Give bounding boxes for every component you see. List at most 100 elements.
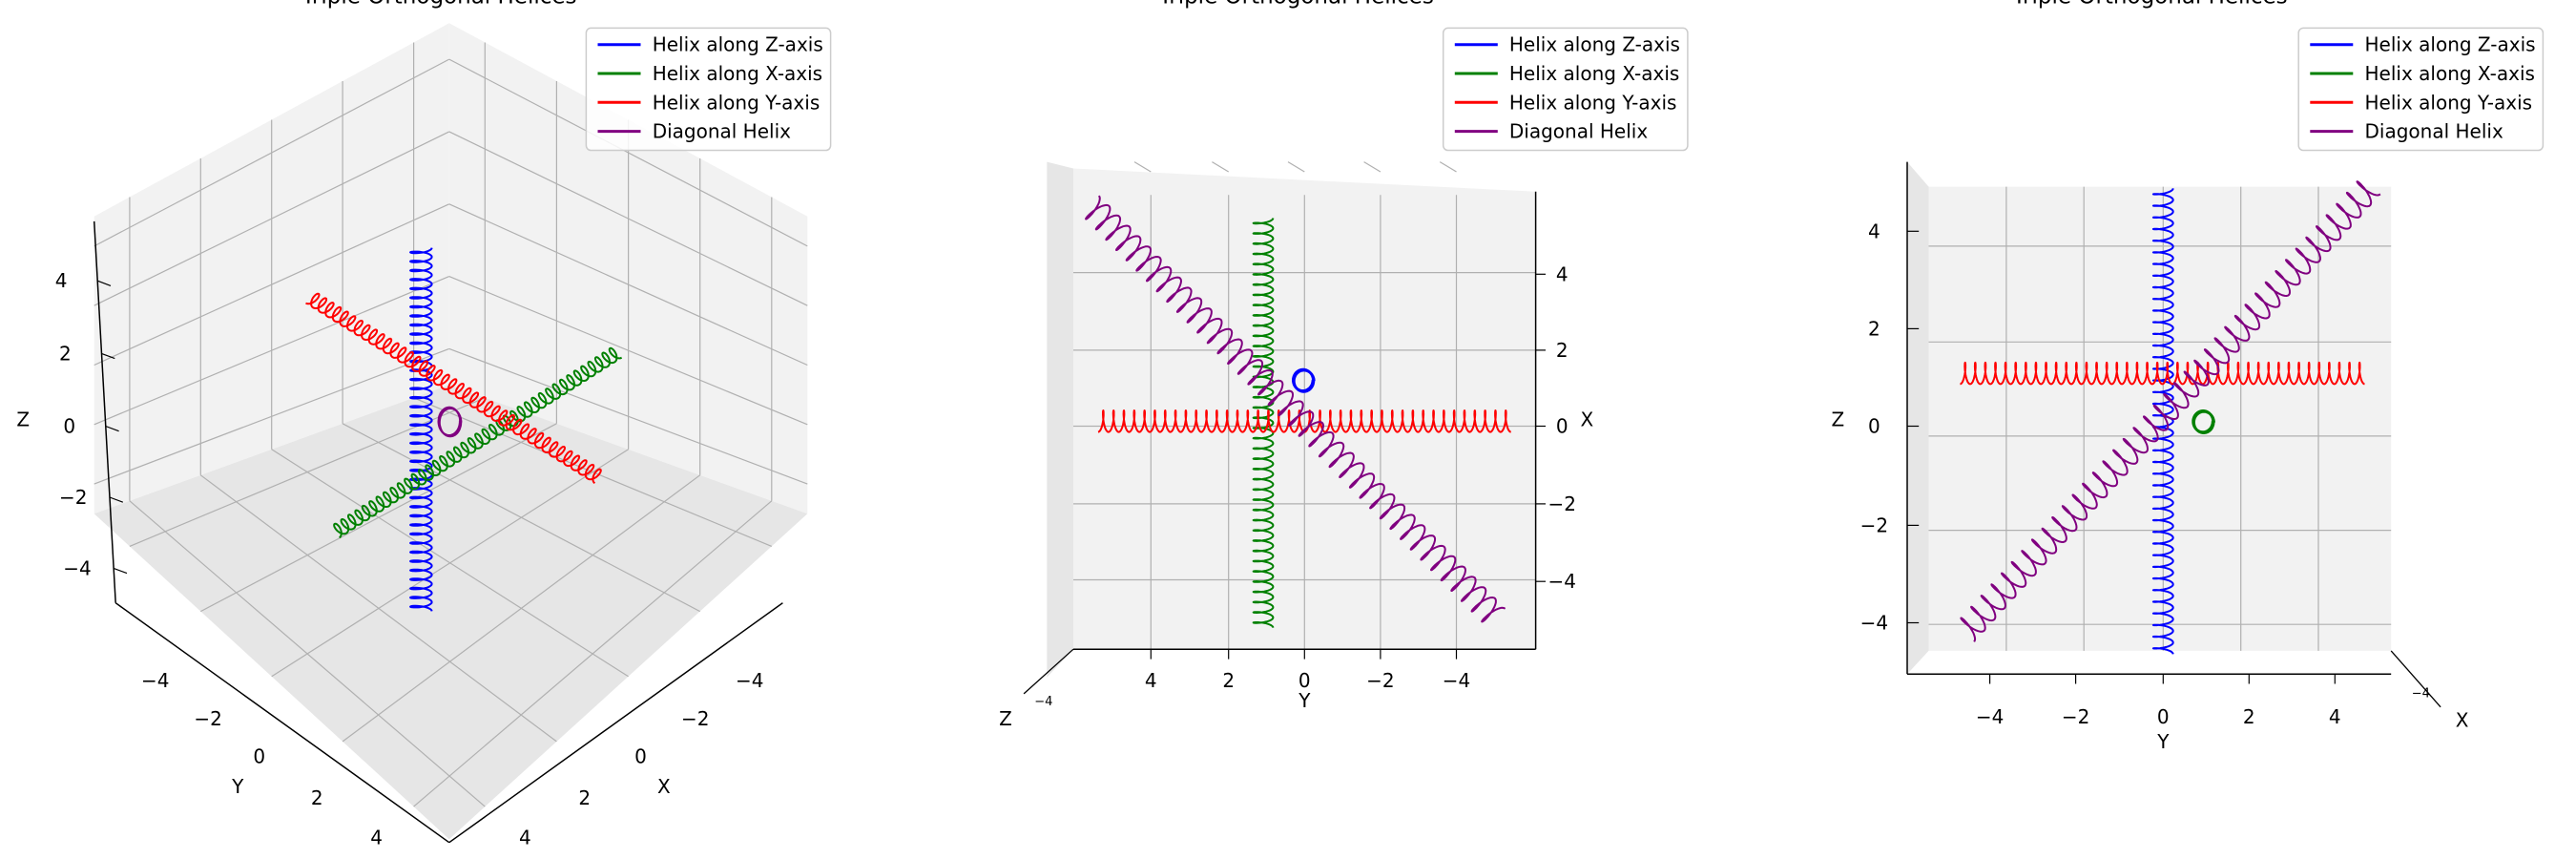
legend-box xyxy=(1442,27,1689,152)
series-z-helix xyxy=(409,247,433,612)
axis-z xyxy=(1023,648,1074,695)
x-label-4: 4 xyxy=(519,827,531,849)
chart-title: Triple Orthogonal Helices xyxy=(1158,0,1434,10)
series-diagonal-helix xyxy=(437,406,463,438)
grid-left-h-0 xyxy=(93,347,450,485)
y-label-3: 2 xyxy=(311,786,323,809)
grid-right-h-2 xyxy=(448,203,808,367)
x-axis-label: X xyxy=(2456,709,2469,732)
grid-top-3 xyxy=(1363,161,1381,173)
z-tick-cluster: −4 xyxy=(1034,695,1052,709)
y-label-0: 4 xyxy=(1145,669,1157,692)
legend-box xyxy=(585,27,832,152)
x-axis-label: X xyxy=(657,775,671,798)
z-tick-1 xyxy=(101,352,115,360)
legend-label-2: Helix along Y-axis xyxy=(2365,91,2533,114)
x-label-2: 0 xyxy=(1556,415,1568,438)
series-x-helix xyxy=(333,346,623,539)
series-z-helix xyxy=(2151,188,2174,655)
series-y-helix xyxy=(1960,361,2365,386)
legend-label-1: Helix along X-axis xyxy=(1509,62,1679,85)
pane-main xyxy=(1928,186,2392,651)
x-label-2: 0 xyxy=(634,745,647,768)
legend-label-1: Helix along X-axis xyxy=(653,62,822,85)
series-x-helix xyxy=(2192,409,2215,435)
y-label-0: −4 xyxy=(1976,705,2004,728)
y-label-1: 2 xyxy=(1222,669,1235,692)
subplot-2: Triple Orthogonal Helices 4 2 0 −2 −4 X 4 2 0 −2 −4… xyxy=(999,0,1689,730)
legend-box xyxy=(2297,27,2545,152)
grid-floor-b-2 xyxy=(271,449,629,678)
axis-y xyxy=(114,602,450,844)
subplot-3: Triple Orthogonal Helices420−2−4Z−4−2024… xyxy=(1831,0,2545,753)
y-label-3: −2 xyxy=(1366,669,1394,692)
series-diagonal-helix xyxy=(1960,180,2381,642)
grid-right-h-4 xyxy=(448,58,808,247)
z-axis-label: Z xyxy=(16,409,30,431)
axis-x xyxy=(448,602,783,844)
y-axis-label: Y xyxy=(231,775,244,798)
pane-edge xyxy=(1907,161,1929,675)
grid-left-h-3 xyxy=(93,131,450,306)
chart-title: Triple Orthogonal Helices xyxy=(2011,0,2287,10)
legend-label-3: Diagonal Helix xyxy=(2365,120,2503,143)
series-x-helix xyxy=(1252,218,1275,628)
z-tick-4 xyxy=(113,567,128,575)
legend-label-3: Diagonal Helix xyxy=(653,120,791,143)
x-label-3: −2 xyxy=(1548,492,1576,515)
grid-floor-b-4 xyxy=(413,500,773,807)
z-label-1: 2 xyxy=(59,342,72,365)
grid-top-4 xyxy=(1439,161,1457,173)
y-axis-label: Y xyxy=(1298,689,1311,712)
legend-label-0: Helix along Z-axis xyxy=(1509,33,1680,56)
z-label-0: 4 xyxy=(1868,220,1880,242)
grid-floor-a-3 xyxy=(199,474,557,743)
y-label-2: 0 xyxy=(253,745,265,768)
z-tick-0 xyxy=(96,280,112,286)
y-label-1: −2 xyxy=(194,707,221,730)
z-axis-label: Z xyxy=(999,707,1012,730)
pane-edge xyxy=(1047,161,1073,678)
x-axis-label: X xyxy=(1580,409,1593,431)
legend-label-3: Diagonal Helix xyxy=(1509,120,1648,143)
pane-floor xyxy=(93,385,808,840)
z-label-3: −2 xyxy=(59,486,87,509)
x-label-4: −4 xyxy=(1548,570,1576,593)
y-label-4: 4 xyxy=(370,827,383,849)
axis-z xyxy=(93,220,116,603)
x-label-3: 2 xyxy=(578,786,591,809)
y-label-4: −4 xyxy=(1443,669,1470,692)
series-y-helix xyxy=(305,292,602,485)
z-label-1: 2 xyxy=(1868,317,1880,340)
grid-left-h-1 xyxy=(93,276,450,426)
grid-left-h-2 xyxy=(93,203,450,367)
grid-right-h-3 xyxy=(448,131,808,306)
z-label-4: −4 xyxy=(63,556,91,579)
z-label-2: 0 xyxy=(1868,415,1880,438)
y-label-4: 4 xyxy=(2329,705,2341,728)
grid-floor-a-4 xyxy=(129,500,486,807)
legend-label-2: Helix along Y-axis xyxy=(1509,91,1677,114)
y-axis-label: Y xyxy=(2156,730,2170,753)
x-label-1: 2 xyxy=(1556,339,1568,362)
y-label-2: 0 xyxy=(2157,705,2170,728)
x-label-0: 4 xyxy=(1556,262,1568,285)
axis-x xyxy=(2390,650,2441,708)
y-label-3: 2 xyxy=(2243,705,2255,728)
grid-left-h-4 xyxy=(93,58,450,247)
z-label-3: −2 xyxy=(1860,513,1888,536)
z-axis-label: Z xyxy=(1831,409,1844,431)
x-tick-cluster: −4 xyxy=(2412,686,2430,701)
legend-label-0: Helix along Z-axis xyxy=(653,33,823,56)
series-diagonal-helix xyxy=(1085,195,1506,623)
z-label-2: 0 xyxy=(63,415,75,438)
grid-top-2 xyxy=(1287,161,1305,173)
y-label-0: −4 xyxy=(141,669,169,692)
legend-label-0: Helix along Z-axis xyxy=(2365,33,2536,56)
chart-title: Triple Orthogonal Helices xyxy=(301,0,576,10)
legend-label-2: Helix along Y-axis xyxy=(653,91,821,114)
x-label-1: −2 xyxy=(681,707,709,730)
y-label-2: 0 xyxy=(1298,669,1311,692)
z-label-0: 4 xyxy=(55,269,68,292)
